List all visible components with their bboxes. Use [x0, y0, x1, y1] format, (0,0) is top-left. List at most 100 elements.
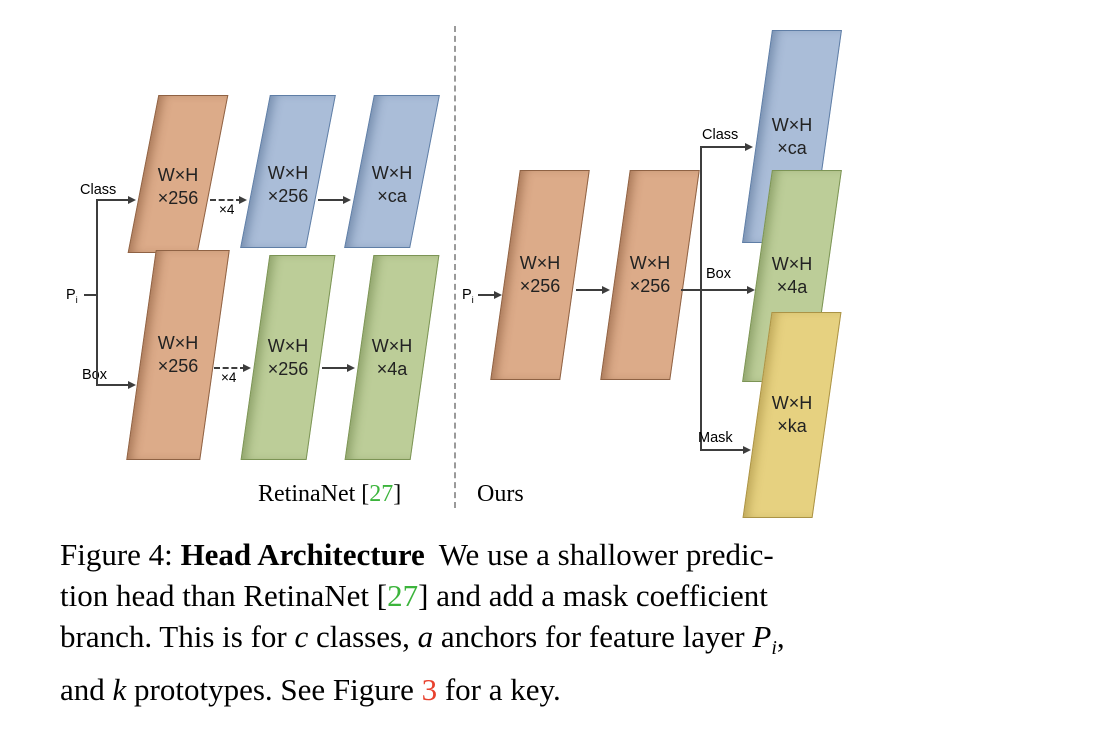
arrow-shaft	[576, 289, 605, 291]
arrow-box-conv-x4	[214, 363, 251, 373]
box-branch-label: Box	[82, 367, 107, 383]
arrow-box-conv-to-out	[322, 363, 355, 373]
class-branch-label: Class	[80, 182, 117, 198]
arrow-shaft	[701, 146, 748, 148]
arrow-shaft	[210, 199, 242, 201]
dims-text: W×H	[629, 253, 671, 273]
feature-map-label: W×H×4a	[742, 170, 842, 382]
arrow-pi-to-conv1	[478, 290, 502, 300]
pi-connector-line	[84, 294, 96, 296]
caption-text: RetinaNet [	[258, 481, 370, 507]
arrow-head-icon	[128, 381, 136, 389]
caption-text: ]	[393, 481, 402, 507]
feature-map-retinanet-box-conv1: W×H ×256	[126, 250, 230, 460]
ref-27-link[interactable]: 27	[387, 578, 419, 613]
dims-text: W×H	[519, 253, 561, 273]
branch-bracket-line	[700, 146, 702, 451]
dims-text: W×H	[771, 114, 813, 135]
caption-text: branch. This is for	[60, 619, 295, 654]
arrow-head-icon	[745, 143, 753, 151]
branch-bracket-line	[96, 199, 98, 386]
caption-text: and	[60, 672, 113, 708]
pi-base: P	[66, 287, 76, 303]
arrow-head-icon	[128, 196, 136, 204]
ref-figure-3-link[interactable]: 3	[421, 672, 438, 708]
feature-map-label: W×H×ca	[344, 95, 440, 248]
ours-caption: Ours	[477, 481, 524, 508]
feature-map-ours-mask-output: W×H ×ka	[742, 312, 842, 518]
math-var-c: c	[294, 619, 309, 654]
math-var-k: k	[112, 672, 127, 708]
math-var-p: P	[752, 619, 772, 654]
arrow-class-conv-x4	[210, 195, 247, 205]
caption-text: Ours	[477, 481, 524, 507]
dims-text: W×H	[267, 162, 309, 183]
arrow-shaft	[318, 199, 346, 201]
feature-map-retinanet-class-output: W×H×ca	[344, 95, 440, 248]
caption-line-4: and k prototypes. See Figure 3 for a key…	[60, 669, 1070, 710]
branch-connector-line	[681, 289, 701, 291]
box-branch-label: Box	[706, 266, 731, 282]
ref-27-link[interactable]: 27	[369, 481, 394, 507]
arrow-head-icon	[602, 286, 610, 294]
caption-text: anchors for feature layer	[433, 619, 753, 654]
channels-text: ×4a	[376, 358, 408, 379]
dims-text: W×H	[371, 162, 413, 183]
dims-text: W×H	[157, 165, 199, 185]
channels-text: ×256	[157, 356, 199, 376]
arrow-head-icon	[243, 364, 251, 372]
arrow-head-icon	[347, 364, 355, 372]
arrow-to-box-output	[701, 285, 755, 295]
channels-text: ×ka	[777, 416, 807, 436]
dims-text: W×H	[157, 333, 199, 353]
caption-text: classes,	[308, 619, 418, 654]
pi-subscript: i	[75, 294, 78, 306]
channels-text: ×ca	[777, 137, 807, 158]
feature-map-label: W×H ×ka	[742, 312, 842, 518]
arrow-shaft	[96, 384, 131, 386]
arrow-head-icon	[239, 196, 247, 204]
feature-map-ours-conv2: W×H×256	[600, 170, 700, 380]
dims-text: W×H	[771, 254, 813, 274]
arrow-shaft	[214, 367, 246, 369]
math-subscript-i: i	[771, 637, 777, 660]
feature-map-label: W×H ×256	[128, 95, 228, 253]
caption-text: ,	[776, 619, 785, 654]
channels-text: ×256	[519, 276, 561, 296]
caption-text: ] and add a mask coefficient	[418, 578, 768, 613]
dims-text: W×H	[267, 335, 309, 356]
feature-map-retinanet-box-output: W×H×4a	[344, 255, 440, 460]
arrow-head-icon	[747, 286, 755, 294]
feature-map-ours-box-output: W×H×4a	[742, 170, 842, 382]
arrow-pi-to-box-conv	[96, 380, 136, 390]
arrow-head-icon	[743, 446, 751, 454]
feature-map-label: W×H×ca	[742, 30, 842, 243]
math-var-a: a	[417, 619, 434, 654]
feature-map-label: W×H×256	[240, 95, 336, 248]
class-branch-label: Class	[702, 127, 739, 143]
caption-text: Figure 4:	[60, 537, 181, 572]
dims-text: W×H	[771, 393, 813, 413]
arrow-shaft	[701, 289, 750, 291]
caption-line-2: tion head than RetinaNet [27] and add a …	[60, 575, 1070, 616]
pi-base: P	[462, 287, 472, 303]
arrow-to-class-output	[701, 142, 753, 152]
pi-input-label: Pi	[462, 287, 474, 306]
dims-text: W×H	[371, 335, 413, 356]
x4-repeat-label-class: ×4	[219, 202, 235, 217]
arrow-shaft	[322, 367, 350, 369]
channels-text: ×256	[267, 358, 309, 379]
x4-repeat-label-box: ×4	[221, 370, 237, 385]
caption-bold-title: Head Architecture	[180, 537, 425, 572]
caption-text: for a key.	[437, 672, 561, 708]
mask-branch-label: Mask	[698, 430, 733, 446]
arrow-head-icon	[343, 196, 351, 204]
caption-text: tion head than RetinaNet [	[60, 578, 388, 613]
channels-text: ×256	[157, 188, 199, 208]
arrow-pi-to-class-conv	[96, 195, 136, 205]
